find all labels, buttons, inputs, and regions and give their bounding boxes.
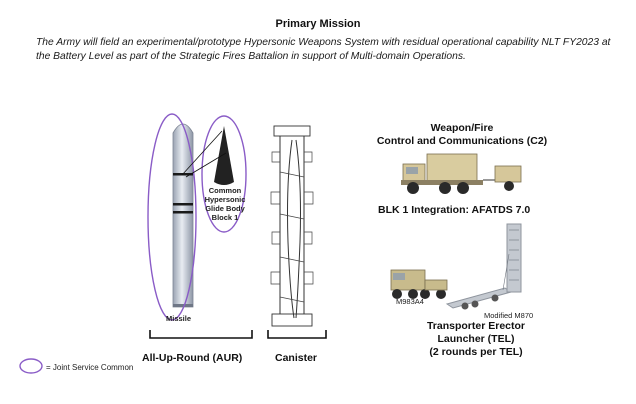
legend-ellipse-icon <box>19 358 43 374</box>
legend-text: = Joint Service Common <box>46 363 134 372</box>
c2-integration-label: BLK 1 Integration: AFATDS 7.0 <box>378 204 531 216</box>
group-brackets <box>149 330 327 339</box>
tel-title-line-1: Transporter Erector <box>426 320 526 332</box>
tel-illustration <box>390 223 522 310</box>
c2-title: Weapon/Fire Control and Communications (… <box>362 122 562 148</box>
tel-tractor-label: M983A4 <box>396 297 424 306</box>
tel-title-line-2: Launcher (TEL) <box>437 333 515 345</box>
c2-title-line-2: Control and Communications (C2) <box>376 135 548 147</box>
glide-label-line-1: Common <box>208 186 242 195</box>
glide-label-line-4: Block 1 <box>211 213 239 222</box>
tel-title: Transporter Erector Launcher (TEL) (2 ro… <box>396 320 556 359</box>
glide-body-illustration <box>201 115 247 233</box>
canister-illustration <box>270 125 314 327</box>
glide-connector-lines <box>181 130 227 178</box>
missile-label: Missile <box>166 314 192 323</box>
tel-trailer-label: Modified M870 <box>484 311 534 320</box>
missile-ellipse <box>147 113 197 321</box>
glide-label-line-3: Glide Body <box>205 204 245 213</box>
missile-illustration <box>172 123 194 308</box>
mission-title: Primary Mission <box>275 18 361 30</box>
c2-vehicle-illustration <box>401 153 522 194</box>
glide-body-label: Common Hypersonic Glide Body Block 1 <box>203 186 247 222</box>
glide-label-line-2: Hypersonic <box>204 195 246 204</box>
aur-label: All-Up-Round (AUR) <box>142 352 243 364</box>
c2-title-line-1: Weapon/Fire <box>430 122 494 134</box>
canister-label: Canister <box>275 352 318 364</box>
tel-title-line-3: (2 rounds per TEL) <box>429 346 523 358</box>
mission-description: The Army will field an experimental/prot… <box>36 37 611 62</box>
